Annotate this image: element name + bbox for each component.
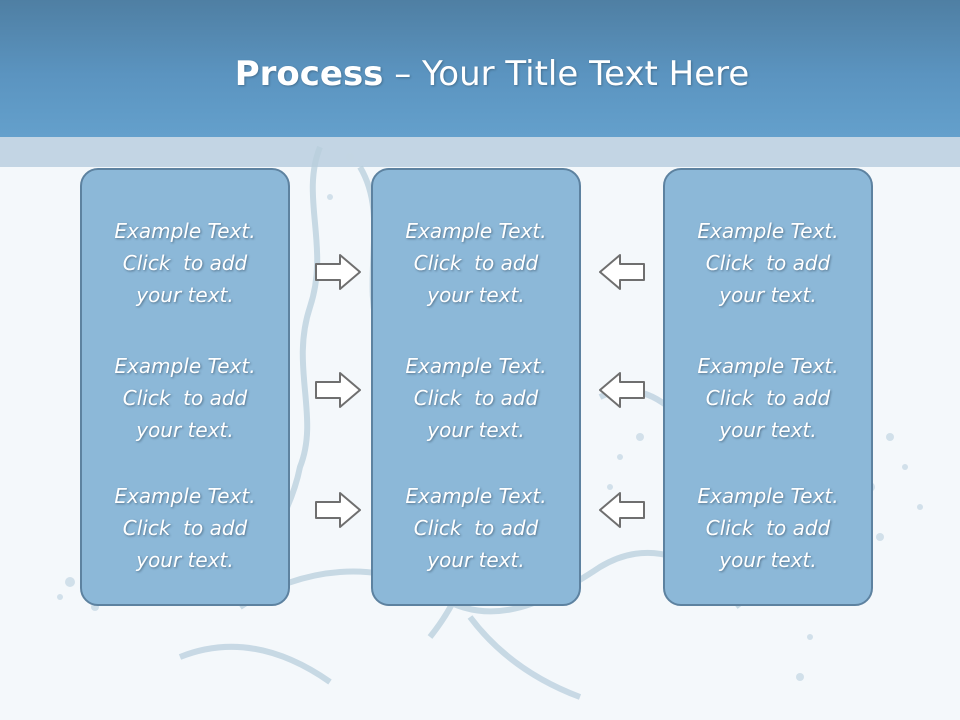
text-line: your text. — [427, 283, 525, 307]
text-line: Example Text. — [405, 354, 547, 378]
text-line: Example Text. — [697, 354, 839, 378]
text-line: your text. — [719, 418, 817, 442]
text-line: Example Text. — [114, 484, 256, 508]
process-box-left[interactable]: Example Text. Click to add your text. Ex… — [80, 168, 290, 606]
text-line: Example Text. — [697, 219, 839, 243]
text-block[interactable]: Example Text. Click to add your text. — [82, 480, 288, 576]
text-line: Click to add — [413, 251, 539, 275]
text-block[interactable]: Example Text. Click to add your text. — [665, 350, 871, 446]
text-line: your text. — [719, 548, 817, 572]
text-line: Click to add — [705, 386, 831, 410]
process-box-right[interactable]: Example Text. Click to add your text. Ex… — [663, 168, 873, 606]
text-line: Click to add — [413, 386, 539, 410]
title-rest-part: – Your Title Text Here — [383, 54, 750, 94]
text-line: Click to add — [413, 516, 539, 540]
arrow-right-icon — [315, 254, 361, 290]
text-block[interactable]: Example Text. Click to add your text. — [665, 480, 871, 576]
text-line: Example Text. — [697, 484, 839, 508]
text-line: Click to add — [122, 386, 248, 410]
text-line: Example Text. — [114, 354, 256, 378]
text-line: your text. — [719, 283, 817, 307]
text-line: Click to add — [122, 516, 248, 540]
text-line: Example Text. — [405, 484, 547, 508]
text-line: your text. — [136, 283, 234, 307]
text-block[interactable]: Example Text. Click to add your text. — [82, 215, 288, 311]
text-line: Click to add — [705, 251, 831, 275]
text-line: your text. — [136, 548, 234, 572]
text-line: your text. — [136, 418, 234, 442]
arrow-right-icon — [315, 372, 361, 408]
text-line: your text. — [427, 548, 525, 572]
arrow-right-icon — [315, 492, 361, 528]
text-line: Click to add — [705, 516, 831, 540]
arrow-left-icon — [599, 254, 645, 290]
text-block[interactable]: Example Text. Click to add your text. — [373, 215, 579, 311]
header-accent-band — [0, 137, 960, 167]
arrow-left-icon — [599, 492, 645, 528]
text-block[interactable]: Example Text. Click to add your text. — [665, 215, 871, 311]
title-bar — [0, 0, 960, 137]
process-box-center[interactable]: Example Text. Click to add your text. Ex… — [371, 168, 581, 606]
title-bold-part: Process — [234, 54, 384, 94]
text-block[interactable]: Example Text. Click to add your text. — [373, 480, 579, 576]
text-line: Example Text. — [405, 219, 547, 243]
text-line: Example Text. — [114, 219, 256, 243]
text-line: your text. — [427, 418, 525, 442]
text-block[interactable]: Example Text. Click to add your text. — [373, 350, 579, 446]
text-line: Click to add — [122, 251, 248, 275]
arrow-left-icon — [599, 372, 645, 408]
slide-title[interactable]: Process – Your Title Text Here — [0, 52, 960, 96]
text-block[interactable]: Example Text. Click to add your text. — [82, 350, 288, 446]
